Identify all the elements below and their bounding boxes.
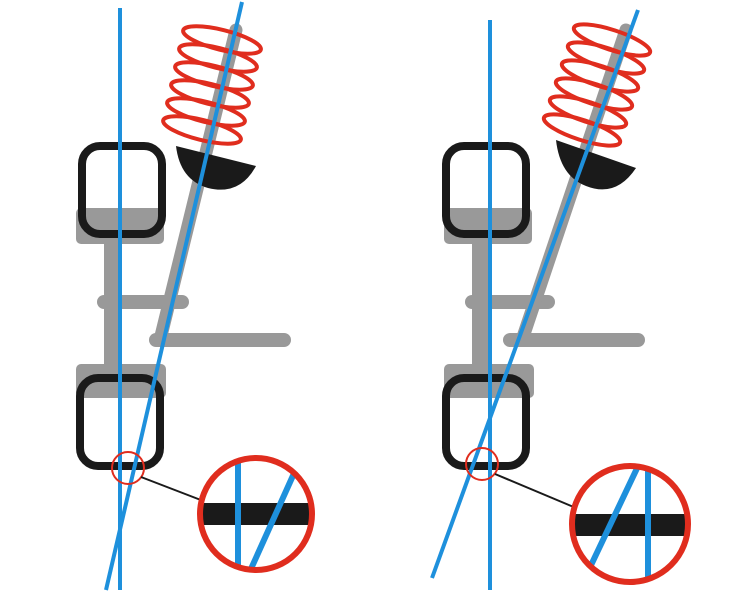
spring-cup	[556, 140, 636, 190]
magnified-view-right	[569, 463, 691, 585]
axis-inclined-magnified	[243, 458, 303, 570]
steering-axis-inclined	[104, 1, 244, 591]
magnify-leader-line	[140, 476, 207, 503]
ground-bar-magnified	[200, 503, 312, 525]
steering-axis-inclined	[430, 9, 640, 579]
axis-inclined-magnified	[581, 466, 643, 582]
magnified-view-left	[197, 455, 315, 573]
magnify-marker-small	[465, 447, 499, 481]
ground-bar-magnified	[572, 514, 688, 536]
magnifier-ring	[569, 463, 691, 585]
magnify-leader-line	[494, 473, 577, 509]
panel-left	[76, 1, 315, 591]
magnifier-ring	[197, 455, 315, 573]
lower-tire	[442, 374, 530, 470]
spring-cup	[176, 146, 256, 190]
magnify-marker-small	[111, 451, 145, 485]
upper-tire	[442, 142, 530, 238]
coil-spring	[161, 24, 263, 146]
panel-right	[430, 9, 691, 590]
coil-spring	[541, 22, 653, 148]
